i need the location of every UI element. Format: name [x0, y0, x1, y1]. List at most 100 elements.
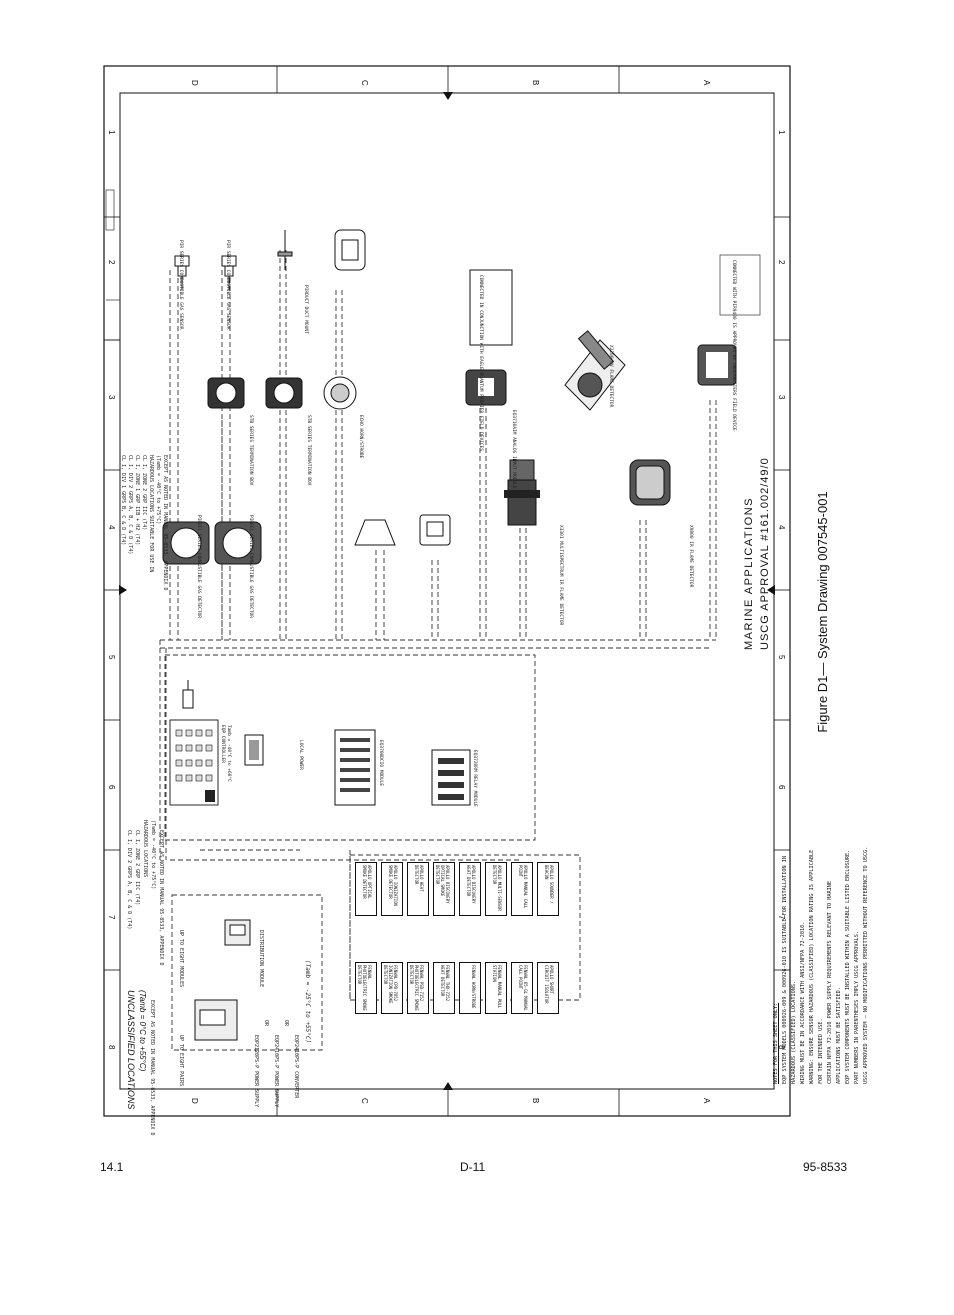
distribution-module-image	[224, 919, 251, 946]
horn-strobe	[323, 376, 357, 410]
io-module-label: EQ3700DCIO MODULE	[378, 740, 384, 786]
zone-number: 2	[777, 260, 786, 265]
device-label: CONNECTED WITH PIR9400 IS APPROVED BY UN…	[731, 260, 737, 431]
zone-letter: B	[531, 1098, 540, 1103]
apollo-box: APOLLO OPTICAL SMOKE DETECTOR	[355, 862, 377, 916]
device-label: CONNECTED IN CONJUNCTION WITH EAGLE QUAN…	[478, 275, 484, 451]
center-arrow-left	[119, 585, 127, 595]
distribution-module-label: DISTRIBUTION MODULE	[258, 930, 264, 987]
zone-letter: C	[360, 80, 369, 86]
power-supply-image	[194, 999, 238, 1041]
fenwal-box: FENWAL THD-7252 HEAT DETECTOR	[433, 962, 455, 1014]
zone-letter: D	[190, 80, 199, 86]
usacg-approval: USCG APPROVAL #161.002/49/0	[759, 457, 771, 650]
figure-caption: Figure D1— System Drawing 007545-001	[815, 491, 830, 733]
zone-number: 2	[107, 260, 116, 265]
apollo-box: APOLLO IONIZATION SMOKE DETECTOR	[381, 862, 403, 916]
fenwal-box: FENWAL 65-GL MANUAL CALL POINT	[511, 962, 533, 1014]
unclassified-except: EXCEPT AS NOTED IN MANUAL 95-8533, APPEN…	[149, 1000, 155, 1135]
hazardous-line-2: CL I, ZONE 2 GRP IIC (T4)	[134, 830, 140, 905]
fenwal-box: FENWAL PSD-7152 PHOTOELECTRIC SMOKE DETE…	[407, 962, 429, 1014]
zone-numbers-right: 1 2 3 4 5 6 7 8	[777, 130, 786, 1050]
zone-letters-top: D C B A	[190, 80, 711, 86]
analog-input-module	[465, 369, 507, 406]
device-label: EQ3710AIM ANALOG INPUT MODULE	[511, 410, 517, 489]
manual-call-point	[419, 514, 451, 546]
apollo-box: APOLLO MULTI-SENSOR DETECTOR	[485, 862, 507, 916]
or-2: OR	[283, 1020, 289, 1027]
center-arrow-top	[443, 92, 453, 100]
hazardous-line-3: HAZARDOUS LOCATIONS	[142, 820, 148, 877]
drawing-labels: MARINE APPLICATIONS USCG APPROVAL #161.0…	[120, 240, 771, 1135]
center-arrow-right	[767, 585, 775, 595]
unclassified-temp2: (Tamb = -25°C to +55°C)	[304, 960, 311, 1043]
or-1: OR	[263, 1020, 269, 1027]
zone-number: 5	[107, 655, 116, 660]
footer-left: 14.1	[100, 1160, 124, 1174]
zone-letter: B	[531, 80, 540, 85]
note: EQP SYSTEM MODELS 000926-009 & 000926-01…	[782, 856, 797, 1084]
zone-number: 7	[107, 915, 116, 920]
fenwal-box: APOLLO SHORT CIRCUIT ISOLATOR	[537, 962, 559, 1014]
control-panel-region	[164, 654, 536, 841]
gas-sensor-1	[174, 255, 190, 290]
duct-mount	[334, 229, 366, 271]
device-label: ECHO HORN/STROBE	[358, 415, 364, 459]
title-block-marks	[105, 189, 120, 341]
device-label: PIR SERIES COMBUSTIBLE GAS SENSOR	[178, 240, 184, 330]
bell-shape	[354, 519, 396, 546]
top-hazard-1: CL I, DIV 1 GRPS B, C & D (T4)	[120, 455, 126, 545]
callout-eagle-quantum	[469, 269, 513, 346]
apollo-box: APOLLO DISCOVERY HEAT DETECTOR	[459, 862, 481, 916]
zone-letter: D	[190, 1098, 199, 1104]
io-module	[334, 729, 376, 806]
zone-number: 1	[107, 130, 116, 135]
x3301-flame-detector	[504, 459, 540, 526]
zone-number: 8	[107, 1045, 116, 1050]
zone-letter: A	[702, 1098, 711, 1104]
notes: NOTES FOR THIS SHEET ONLY: EQP SYSTEM MO…	[772, 844, 952, 1084]
zone-number: 6	[107, 785, 116, 790]
zone-number: 3	[107, 395, 116, 400]
eqp-controller	[169, 719, 219, 806]
hazardous-line-4: (Tamb = -40°C to +75°C)	[150, 820, 156, 889]
device-label: PIRECL SERIES COMBUSTIBLE GAS DETECTOR	[196, 515, 202, 618]
device-label: STB SERIES TERMINATION BOX	[306, 415, 312, 486]
zone-number: 4	[107, 525, 116, 530]
converter: EQP2410PS-P CONVERTER	[293, 1035, 299, 1099]
note: CERTAIN NFPA 72-2010 POWER SUPPLY REQUIR…	[827, 880, 842, 1084]
footer-right: 95-8533	[803, 1160, 848, 1174]
footer-center: D-11	[460, 1160, 486, 1174]
relay-module-label: EQ3720RM RELAY MODULE	[472, 750, 478, 807]
hazardous-except: EXCEPT AS NOTED IN MANUAL 95-8533, APPEN…	[158, 830, 164, 965]
fenwal-box: FENWAL CPD-7052 IONIZATION SMOKE DETECTO…	[381, 962, 403, 1014]
apollo-box: APOLLO SOUNDER / BEACON	[537, 862, 559, 916]
local-power-label: LOCAL POWER	[298, 740, 304, 770]
detector-flag	[277, 230, 293, 270]
eq-box-detector	[697, 344, 737, 386]
top-hazard-2: CL I, DIV 2 GRPS A, B, C & D (T4)	[127, 455, 133, 554]
device-label: X3301 MULTISPECTRUM IR FLAME DETECTOR	[558, 525, 564, 626]
x9800-flame-detector	[629, 459, 671, 506]
notes-title: NOTES FOR THIS SHEET ONLY:	[773, 1002, 779, 1084]
drawing-border-outer	[103, 65, 791, 1117]
top-hazard-4: CL I, ZONE 2 GRP IIC (T4)	[141, 455, 147, 530]
device-label: PIRECL SERIES COMBUSTIBLE GAS DETECTOR	[248, 515, 254, 618]
device-label: X9800 IR FLAME DETECTOR	[688, 525, 694, 588]
gas-sensor-2	[221, 255, 237, 290]
device-label: STB SERIES TERMINATION BOX	[248, 415, 254, 486]
unclassified-temp: (Tamb = 0°C to +55°C)	[138, 990, 147, 1072]
zone-numbers-left: 1 2 3 4 5 6 7 8	[107, 130, 116, 1050]
zone-number: 6	[777, 785, 786, 790]
device-label: PIRDUCT DUCT MOUNT	[303, 285, 309, 334]
callout-pir9400	[719, 254, 761, 316]
pirecl-detector-1	[162, 521, 210, 565]
zone-number: 4	[777, 525, 786, 530]
center-arrow-bottom	[443, 1082, 453, 1090]
hazardous-line-1: CL I, DIV 2 GRPS A, B, C & D (T4)	[126, 830, 132, 929]
up-to-eight-modules: UP TO EIGHT MODULES	[178, 930, 184, 987]
zone-letter: A	[702, 80, 711, 86]
zone-number: 7	[777, 915, 786, 920]
notes-block-vertical	[598, 1085, 778, 1315]
termination-box-1	[207, 377, 245, 409]
